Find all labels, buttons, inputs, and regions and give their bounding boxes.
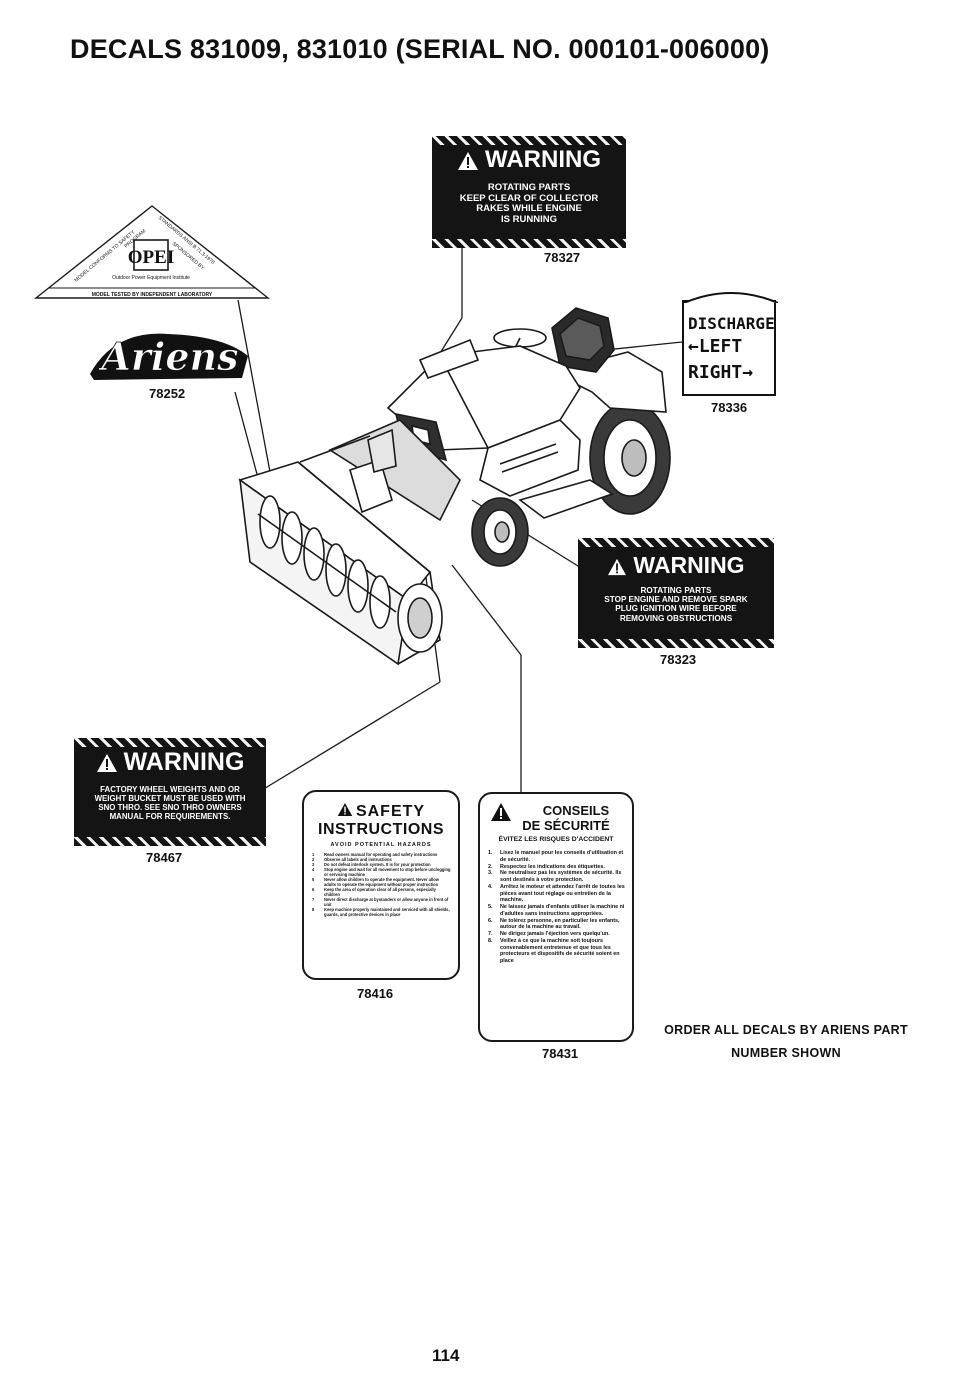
warning-triangle-icon — [458, 151, 478, 170]
warning-decal-78467: WARNING FACTORY WHEEL WEIGHTS AND OR WEI… — [74, 738, 266, 846]
discharge-decal-78336: DISCHARGE ←LEFT RIGHT→ — [682, 292, 779, 396]
warning-line: ROTATING PARTS — [487, 182, 571, 193]
warning-decal-78323: WARNING ROTATING PARTS STOP ENGINE AND R… — [578, 538, 774, 648]
warning-line: REMOVING OBSTRUCTIONS — [619, 613, 733, 623]
list-item: 6.Ne tolérez personne, en particulier le… — [488, 917, 620, 931]
hazard-stripe-top — [578, 538, 774, 547]
hazard-stripe-bottom — [432, 239, 626, 248]
order-note-line-1: ORDER ALL DECALS BY ARIENS PART — [664, 1023, 908, 1037]
conseils-list: 1.Lisez le manuel pour les conseils d'ut… — [488, 850, 626, 965]
conseils-heading-2: DE SÉCURITÉ — [522, 818, 610, 833]
hazard-stripe-top — [74, 738, 266, 747]
page-title: DECALS 831009, 831010 (SERIAL NO. 000101… — [70, 34, 770, 64]
part-number-78431: 78431 — [542, 1046, 579, 1061]
safety-heading-1: SAFETY — [355, 803, 426, 820]
ariens-logo-icon: Ariens — [98, 334, 238, 379]
part-number-78323: 78323 — [660, 652, 697, 667]
left-label: LEFT — [698, 336, 743, 357]
warning-heading: WARNING — [633, 552, 745, 578]
leader-line-78431-b — [451, 564, 522, 656]
warning-line: RAKES WHILE ENGINE — [476, 203, 582, 215]
conseils-subheading: ÉVITEZ LES RISQUES D'ACCIDENT — [498, 836, 614, 843]
hazard-stripe-top — [432, 136, 626, 145]
ariens-logo-decal: Ariens — [90, 334, 248, 380]
safety-subheading: AVOID POTENTIAL HAZARDS — [330, 842, 432, 848]
warning-heading: WARNING — [123, 748, 245, 776]
warning-line: IS RUNNING — [501, 213, 557, 225]
safety-instructions-decal-78416: SAFETY INSTRUCTIONS AVOID POTENTIAL HAZA… — [302, 790, 460, 980]
warning-line: ROTATING PARTS — [640, 586, 712, 595]
conseils-securite-decal-78431: CONSEILS DE SÉCURITÉ ÉVITEZ LES RISQUES … — [478, 792, 634, 1042]
warning-line: FACTORY WHEEL WEIGHTS AND OR — [100, 785, 240, 794]
warning-triangle-icon — [337, 802, 353, 817]
right-label: RIGHT — [688, 362, 743, 383]
discharge-label: DISCHARGE — [688, 314, 775, 333]
list-item: 4.Arrêtez le moteur et attendez l'arrêt … — [488, 883, 625, 904]
conseils-heading-1: CONSEILS — [542, 803, 610, 818]
warning-line: PLUG IGNITION WIRE BEFORE — [615, 604, 737, 614]
leader-line-78467 — [261, 681, 441, 791]
order-note-line-2: NUMBER SHOWN — [731, 1046, 841, 1060]
warning-decal-78327: WARNING ROTATING PARTS KEEP CLEAR OF COL… — [432, 136, 626, 248]
list-item: 7.Ne dirigez jamais l'éjection vers quel… — [488, 931, 610, 937]
warning-line: STOP ENGINE AND REMOVE SPARK — [604, 595, 748, 605]
list-item: 5.Ne laissez jamais d'enfants utiliser l… — [488, 904, 625, 917]
part-number-78252: 78252 — [149, 386, 186, 401]
order-note: ORDER ALL DECALS BY ARIENS PART NUMBER S… — [646, 1019, 926, 1065]
warning-triangle-icon — [96, 754, 117, 773]
warning-line: WEIGHT BUCKET MUST BE USED WITH — [94, 793, 246, 803]
part-number-78336: 78336 — [711, 400, 748, 415]
part-number-78327: 78327 — [544, 250, 581, 265]
hazard-stripe-bottom — [74, 837, 266, 846]
opei-institute: Outdoor Power Equipment Institute — [112, 275, 190, 281]
part-number-78467: 78467 — [146, 850, 183, 865]
warning-heading: WARNING — [485, 146, 601, 173]
warning-line: KEEP CLEAR OF COLLECTOR — [459, 192, 599, 204]
left-arrow-icon: ← — [688, 336, 699, 357]
hazard-stripe-bottom — [578, 639, 774, 648]
decal-top-arc — [683, 292, 779, 304]
safety-heading-2: INSTRUCTIONS — [318, 821, 444, 838]
warning-triangle-icon — [491, 803, 511, 821]
list-item: 2.Respectez les indications des étiquett… — [488, 863, 605, 870]
list-item: 8.Veillez à ce que la machine soit toujo… — [488, 937, 620, 964]
warning-line: MANUAL FOR REQUIREMENTS. — [109, 811, 231, 821]
warning-triangle-icon — [608, 558, 627, 576]
right-arrow-icon: → — [742, 362, 754, 383]
list-item: 3.Ne neutralisez pas les systèmes de séc… — [488, 870, 622, 883]
opei-logo-icon: OPEI — [128, 239, 174, 271]
opei-certification-decal: OPEI Outdoor Power Equipment Institute M… — [34, 205, 270, 299]
warning-line: SNO THRO. SEE SNO THRO OWNERS — [98, 802, 242, 812]
leader-line-opei — [237, 299, 271, 473]
leader-line-78252 — [234, 391, 259, 479]
part-number-78416: 78416 — [357, 986, 394, 1001]
list-item: 1.Lisez le manuel pour les conseils d'ut… — [488, 850, 624, 863]
opei-bottom-text: MODEL TESTED BY INDEPENDENT LABORATORY — [92, 292, 213, 298]
page-number: 114 — [432, 1346, 460, 1365]
opei-logo-text: OPEI — [128, 247, 174, 268]
